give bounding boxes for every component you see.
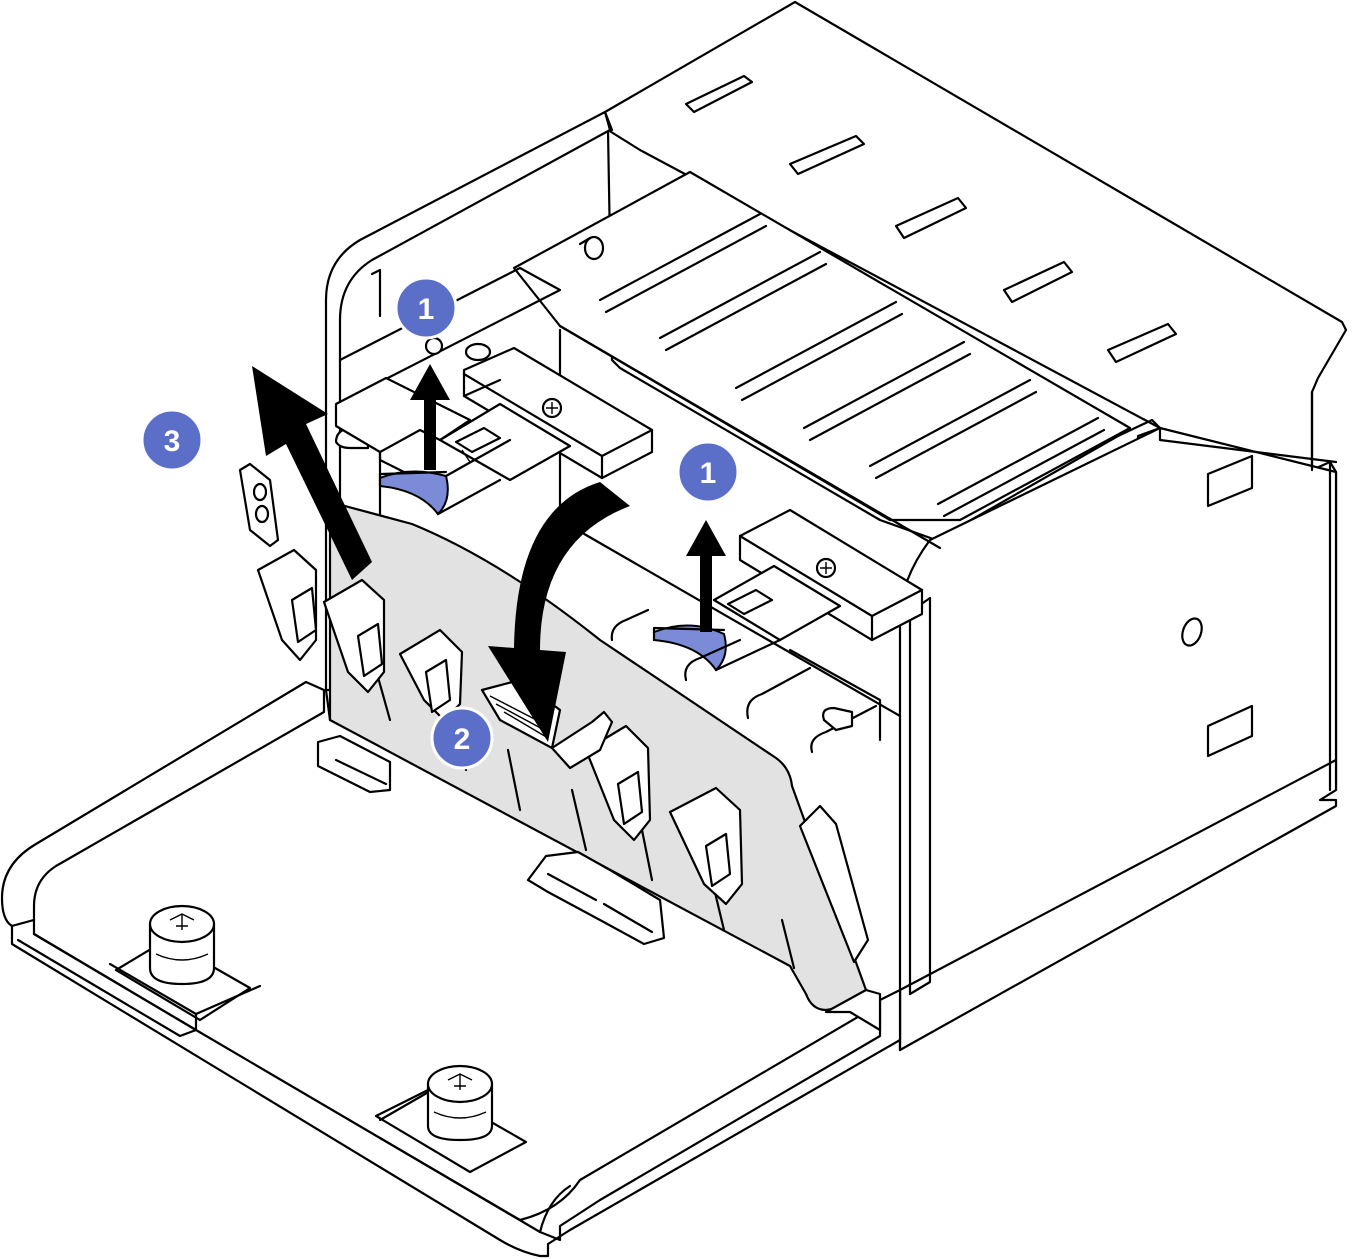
callout-label: 1: [700, 457, 717, 490]
thumbscrew-left: [148, 904, 216, 986]
arrow-remove-backplane: [252, 366, 372, 580]
callout-step-1a: 1: [394, 276, 458, 340]
callout-step-1b: 1: [676, 440, 740, 504]
front-tray: [0, 680, 902, 1258]
top-cover-slots: [684, 74, 1178, 364]
latch-assembly-right: [610, 508, 924, 754]
callout-label: 1: [418, 293, 435, 326]
cage-left-wall: [324, 110, 612, 692]
callout-label: 2: [454, 723, 471, 756]
arrow-rotate-backplane: [488, 482, 630, 742]
callout-step-2: 2: [430, 706, 494, 770]
sas-connectors: [256, 548, 870, 964]
latch-assembly-left: [334, 346, 654, 516]
callout-step-3: 3: [140, 408, 204, 472]
drive-bay-fins: [512, 170, 1132, 522]
thumbscrew-right: [426, 1064, 494, 1142]
callout-label: 3: [164, 425, 181, 458]
arrow-up-latch-right: [686, 520, 726, 632]
backplane: [238, 462, 870, 1012]
step-arrows: [252, 364, 726, 742]
tray-left-lip: [0, 680, 326, 928]
latch-tab-left: [379, 470, 449, 516]
latch-tab-right: [653, 624, 727, 672]
arrow-up-latch-left: [410, 364, 450, 470]
